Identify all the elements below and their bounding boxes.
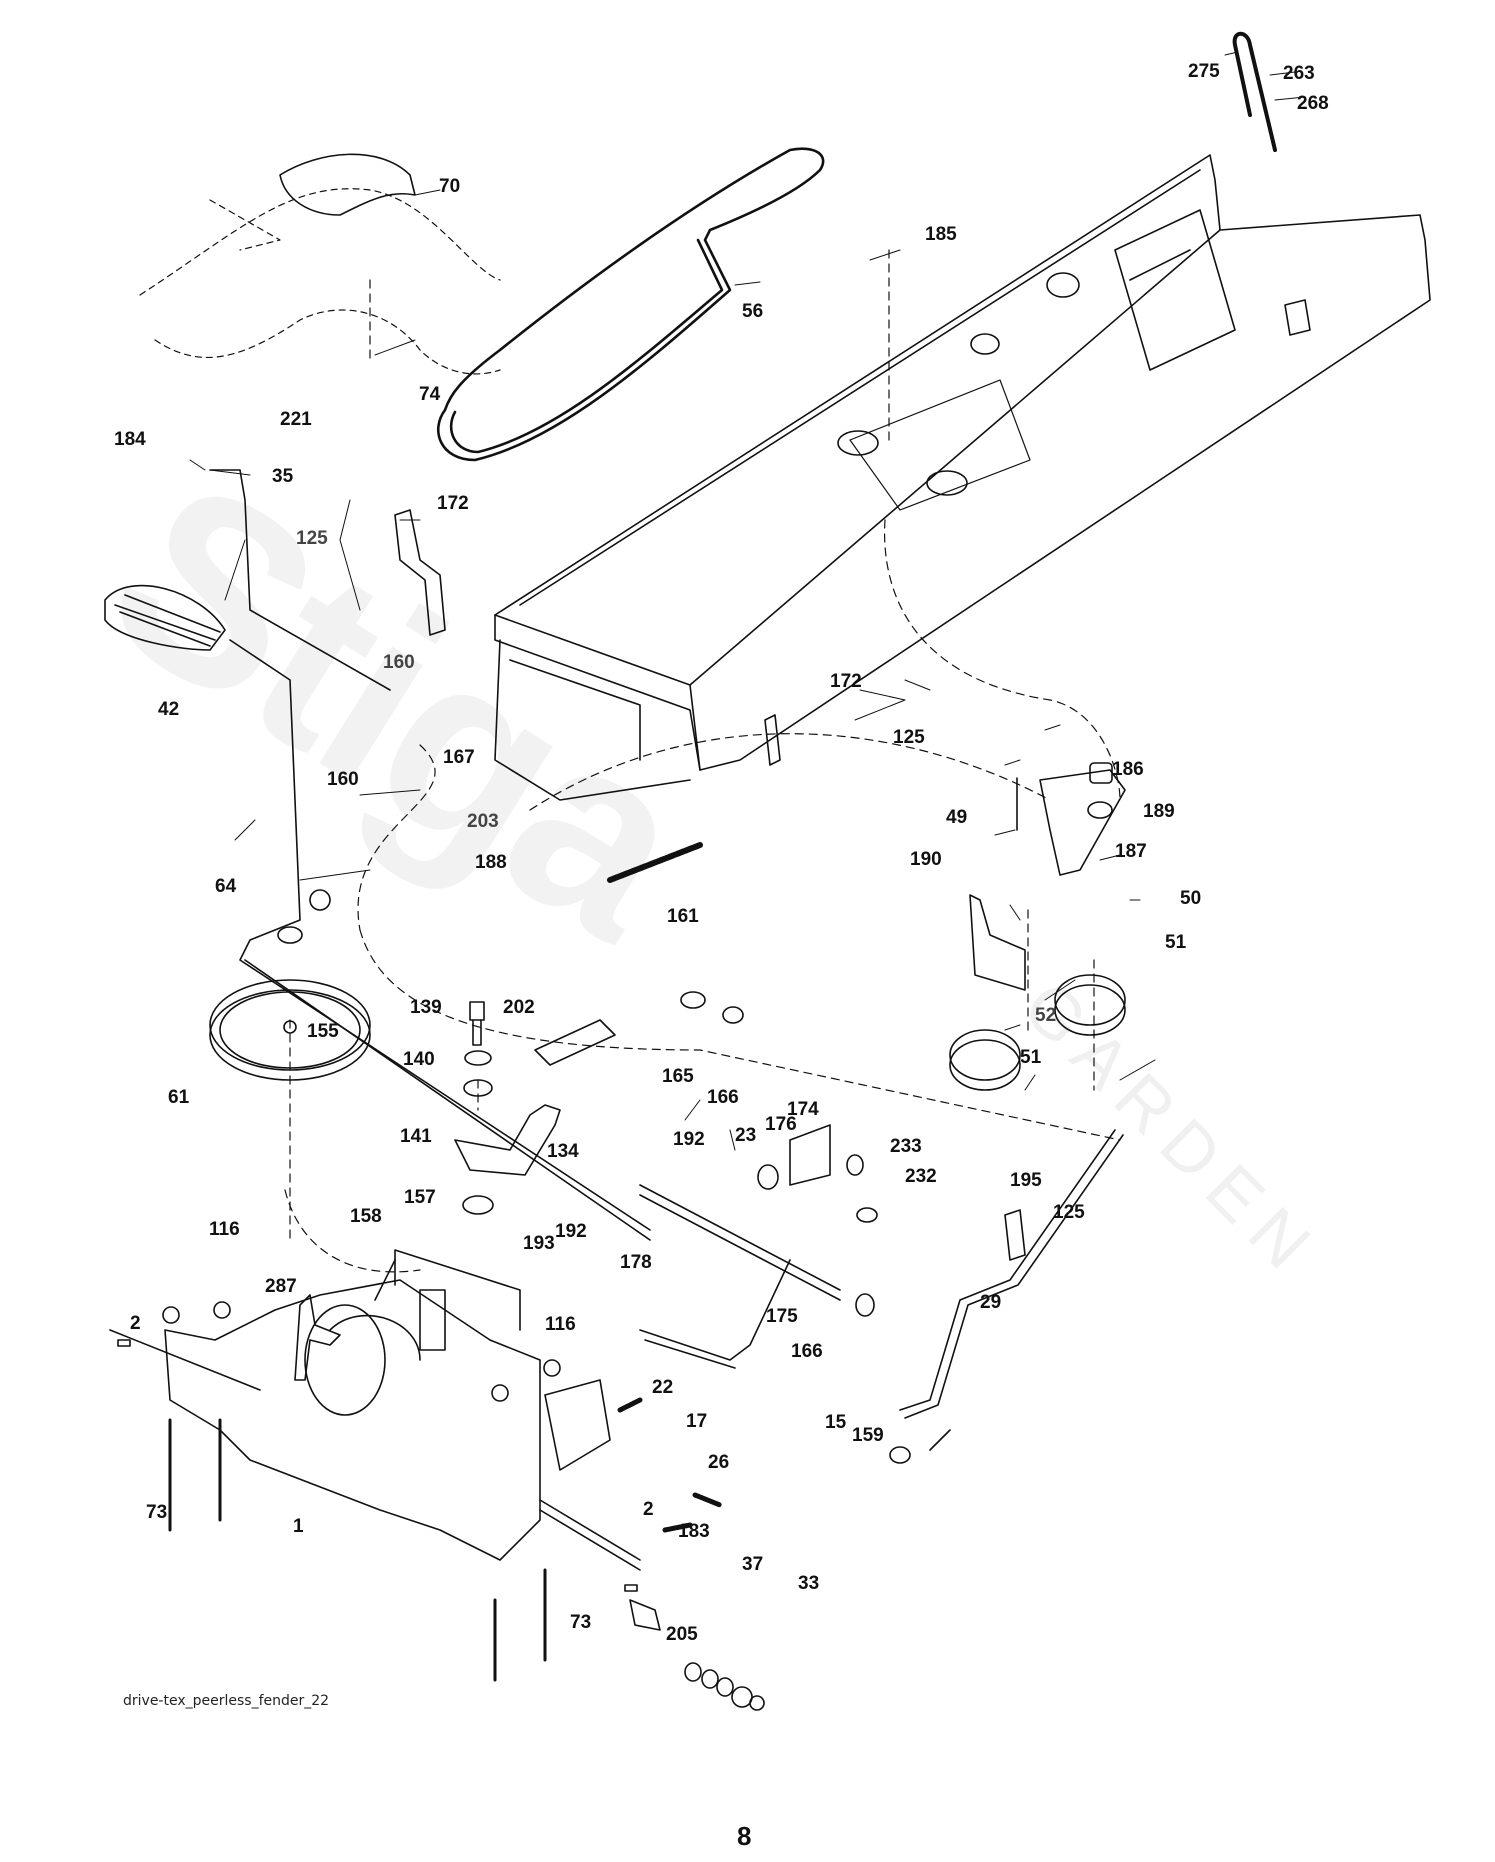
callout-1[interactable]: 1 — [293, 1516, 304, 1537]
callout-232[interactable]: 232 — [905, 1166, 937, 1187]
fender-outline — [139, 188, 501, 375]
callout-51-lower[interactable]: 51 — [1020, 1047, 1042, 1068]
callout-205[interactable]: 205 — [666, 1624, 698, 1645]
pedal-pad-42 — [104, 584, 226, 651]
callout-116-right[interactable]: 116 — [545, 1314, 576, 1335]
bracket-287 — [294, 1294, 341, 1381]
hardware — [117, 1301, 765, 1711]
assembly-lines — [284, 249, 1121, 1273]
callout-184[interactable]: 184 — [114, 429, 146, 450]
callout-70[interactable]: 70 — [439, 176, 461, 197]
callout-61[interactable]: 61 — [168, 1087, 190, 1108]
callout-160-upper[interactable]: 160 — [383, 652, 415, 673]
callout-51-upper[interactable]: 51 — [1165, 932, 1187, 953]
callout-2-left[interactable]: 2 — [130, 1313, 141, 1334]
callout-35[interactable]: 35 — [272, 466, 294, 487]
callout-166-lower[interactable]: 166 — [791, 1341, 823, 1362]
pulley-61 — [209, 926, 371, 1081]
callout-176[interactable]: 176 — [765, 1114, 797, 1135]
callout-22[interactable]: 22 — [652, 1377, 674, 1398]
callout-192-left[interactable]: 192 — [555, 1221, 587, 1242]
callout-221[interactable]: 221 — [280, 409, 312, 430]
callout-188[interactable]: 188 — [475, 852, 507, 873]
arm-134-group — [454, 991, 744, 1215]
callout-42[interactable]: 42 — [158, 699, 180, 720]
rod-29 — [889, 1129, 1124, 1464]
callout-52[interactable]: 52 — [1035, 1005, 1057, 1026]
callout-37[interactable]: 37 — [742, 1554, 764, 1575]
callout-116-left[interactable]: 116 — [209, 1219, 240, 1240]
callout-159[interactable]: 159 — [852, 1425, 884, 1446]
callout-64[interactable]: 64 — [215, 876, 237, 897]
callout-134[interactable]: 134 — [547, 1141, 579, 1162]
callout-178[interactable]: 178 — [620, 1252, 652, 1273]
callout-141[interactable]: 141 — [400, 1126, 432, 1147]
callout-190[interactable]: 190 — [910, 849, 942, 870]
rod-275 — [1232, 31, 1277, 152]
callout-165[interactable]: 165 — [662, 1066, 694, 1087]
callout-287[interactable]: 287 — [265, 1276, 297, 1297]
callout-23[interactable]: 23 — [735, 1125, 757, 1146]
callout-167[interactable]: 167 — [443, 747, 475, 768]
callout-158[interactable]: 158 — [350, 1206, 382, 1227]
callout-56[interactable]: 56 — [742, 301, 764, 322]
callout-203[interactable]: 203 — [467, 811, 499, 832]
callout-74[interactable]: 74 — [419, 384, 441, 405]
fender-cover-70 — [279, 153, 416, 216]
callout-73-right[interactable]: 73 — [570, 1612, 592, 1633]
callout-192-right[interactable]: 192 — [673, 1129, 705, 1150]
callout-50[interactable]: 50 — [1180, 888, 1202, 909]
callout-183[interactable]: 183 — [678, 1521, 710, 1542]
callout-49[interactable]: 49 — [946, 807, 968, 828]
callout-166-upper[interactable]: 166 — [707, 1087, 739, 1108]
callout-175[interactable]: 175 — [766, 1306, 798, 1327]
callout-174[interactable]: 174 — [787, 1099, 819, 1120]
callout-193[interactable]: 193 — [523, 1233, 555, 1254]
spring-161 — [607, 842, 703, 883]
callout-172-lower[interactable]: 172 — [830, 671, 862, 692]
bracket-158 — [374, 1249, 521, 1331]
callout-161[interactable]: 161 — [667, 906, 699, 927]
callout-29[interactable]: 29 — [980, 1292, 1002, 1313]
callout-195[interactable]: 195 — [1010, 1170, 1042, 1191]
callout-33[interactable]: 33 — [798, 1573, 820, 1594]
callout-26[interactable]: 26 — [708, 1452, 730, 1473]
callout-125-upper[interactable]: 125 — [296, 528, 328, 549]
page-number: 8 — [737, 1821, 752, 1851]
callout-125-lower[interactable]: 125 — [893, 727, 925, 748]
callout-185[interactable]: 185 — [925, 224, 957, 245]
callout-157[interactable]: 157 — [404, 1187, 436, 1208]
callout-172-upper[interactable]: 172 — [437, 493, 469, 514]
leader-lines — [189, 51, 1306, 1151]
callout-275[interactable]: 275 — [1188, 61, 1220, 82]
callout-139[interactable]: 139 — [410, 997, 442, 1018]
callout-140[interactable]: 140 — [403, 1049, 435, 1070]
callout-233[interactable]: 233 — [890, 1136, 922, 1157]
shift-linkage — [639, 1124, 878, 1369]
diagram-filename: drive-tex_peerless_fender_22 — [123, 1693, 330, 1709]
callout-202[interactable]: 202 — [503, 997, 535, 1018]
brackets-172 — [394, 509, 781, 766]
callout-17[interactable]: 17 — [686, 1411, 708, 1432]
pedal-linkage — [209, 469, 651, 1241]
callout-186[interactable]: 186 — [1112, 759, 1144, 780]
callout-160-lower[interactable]: 160 — [327, 769, 359, 790]
v-belt-56 — [436, 147, 825, 462]
callout-2-right[interactable]: 2 — [643, 1499, 654, 1520]
callout-73-left[interactable]: 73 — [146, 1502, 168, 1523]
callout-189[interactable]: 189 — [1143, 801, 1175, 822]
callout-187[interactable]: 187 — [1115, 841, 1147, 862]
callout-15[interactable]: 15 — [825, 1412, 847, 1433]
callout-268[interactable]: 268 — [1297, 93, 1329, 114]
callout-125-right[interactable]: 125 — [1053, 1202, 1085, 1223]
idler-assembly — [949, 762, 1126, 1091]
chassis-frame — [494, 154, 1431, 801]
callout-155[interactable]: 155 — [307, 1021, 339, 1042]
transaxle-1 — [109, 1279, 641, 1571]
callout-263[interactable]: 263 — [1283, 63, 1315, 84]
